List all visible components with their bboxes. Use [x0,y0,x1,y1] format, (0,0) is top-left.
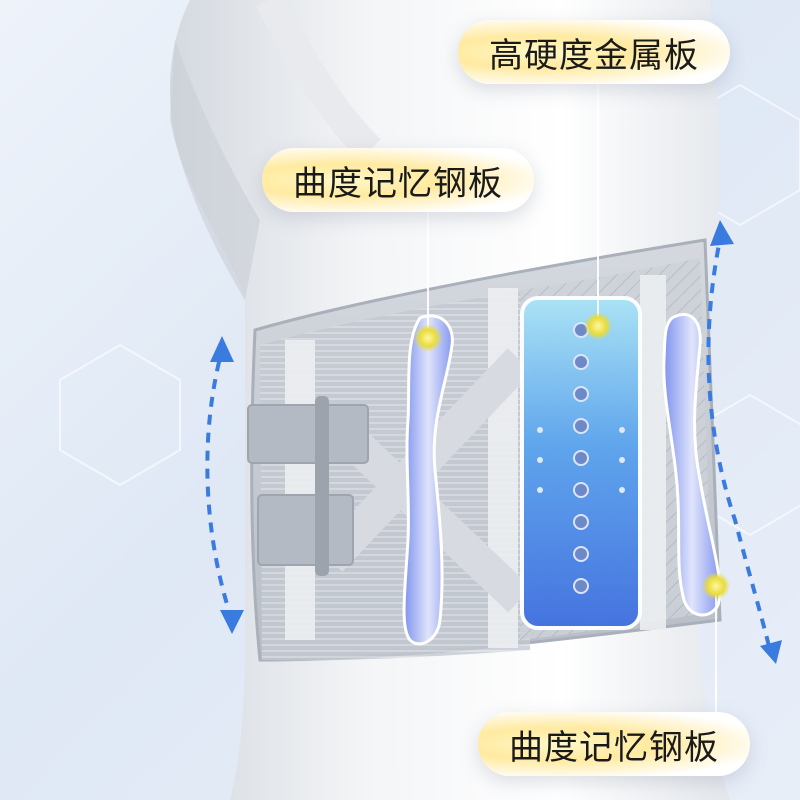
vertical-strap [285,340,315,640]
tension-strap-lower [257,494,354,566]
label-memory-steel-right: 曲度记忆钢板 [478,712,750,776]
plate-holes [573,322,589,594]
arrow-heads [210,220,782,664]
motion-arrow-icon [205,229,772,651]
strap-buckle [315,396,329,576]
memory-steel-stay-left [402,314,454,646]
memory-steel-stay-right [662,312,722,617]
marker-dot-icon [414,312,730,600]
callout-lines [427,84,717,712]
plate-small-holes [537,427,625,493]
arm-shadow [170,40,260,300]
label-high-hardness-metal-plate: 高硬度金属板 [458,20,730,84]
tank-top-strap [256,0,381,161]
vertical-strap [640,275,666,630]
tension-strap-upper [247,404,369,464]
label-memory-steel-left: 曲度记忆钢板 [262,148,534,212]
